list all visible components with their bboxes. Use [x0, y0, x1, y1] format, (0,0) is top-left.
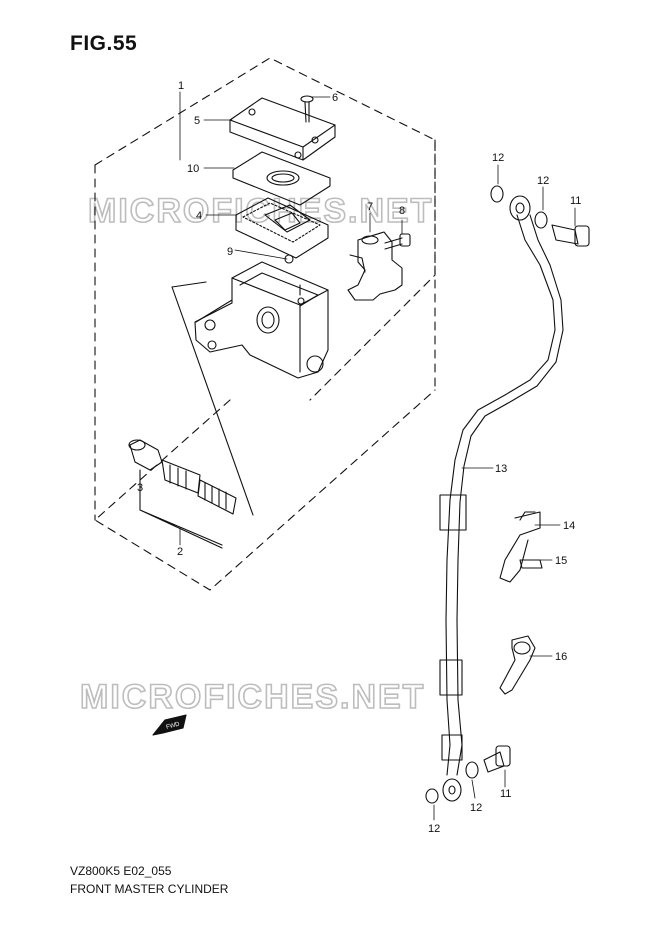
callout-9: 9: [227, 246, 233, 258]
watermark-top: MICROFICHES.NET: [88, 192, 433, 230]
callout-8: 8: [399, 205, 405, 217]
master-cylinder-body: [194, 261, 329, 379]
callout-numbers: 1 2 3 4 5 6 7 8 9 10 11 11 12 12 12 12 1…: [137, 80, 581, 835]
callout-6: 6: [332, 92, 338, 104]
piston-set: [128, 439, 237, 549]
callout-15: 15: [555, 555, 567, 567]
callout-16: 16: [555, 651, 567, 663]
lever-holder-clamp: [347, 231, 403, 301]
callout-2: 2: [177, 546, 183, 558]
fwd-arrow: [152, 714, 187, 736]
holder-bolt: [384, 233, 411, 250]
figure-title: FIG.55: [70, 32, 138, 55]
leader-lines: [139, 91, 576, 821]
washer-12d: [425, 788, 439, 804]
inner-bracket: [171, 281, 254, 516]
callout-7: 7: [367, 201, 373, 213]
hose-clamp-14: [499, 511, 541, 583]
callout-12-a: 12: [492, 152, 504, 164]
watermark-bottom: MICROFICHES.NET: [80, 678, 425, 716]
washer-12a: [490, 185, 504, 203]
union-bolt-lower: [483, 745, 511, 773]
callout-11-lower: 11: [500, 788, 511, 800]
callout-12-b: 12: [537, 175, 549, 187]
cap-screw: [300, 95, 314, 123]
hose-clamp-16: [499, 635, 536, 695]
assembly-name: FRONT MASTER CYLINDER: [70, 882, 229, 896]
callout-12-d: 12: [428, 823, 440, 835]
clamp-bolt-15: [519, 559, 543, 569]
fwd-label: FWD: [166, 721, 181, 731]
callout-12-c: 12: [470, 802, 482, 814]
callout-13: 13: [495, 463, 507, 475]
reservoir-cap: [229, 97, 336, 161]
diaphragm: [235, 197, 329, 259]
callout-14: 14: [563, 520, 575, 532]
callout-5: 5: [194, 115, 200, 127]
union-bolt-upper: [551, 224, 590, 247]
hose-banjo-lower: [442, 778, 462, 802]
callout-3: 3: [137, 482, 143, 494]
washer-12c: [465, 761, 479, 779]
callout-4: 4: [196, 210, 202, 222]
assembly-frame: [94, 57, 436, 591]
callout-10: 10: [187, 163, 199, 175]
callout-11-upper: 11: [570, 195, 581, 207]
callout-1: 1: [178, 80, 184, 92]
washer-12b: [534, 211, 548, 229]
hose-banjo-upper: [509, 195, 531, 221]
brake-hose: [439, 214, 564, 776]
diaphragm-plate: [232, 151, 331, 206]
model-code: VZ800K5 E02_055: [70, 864, 172, 878]
